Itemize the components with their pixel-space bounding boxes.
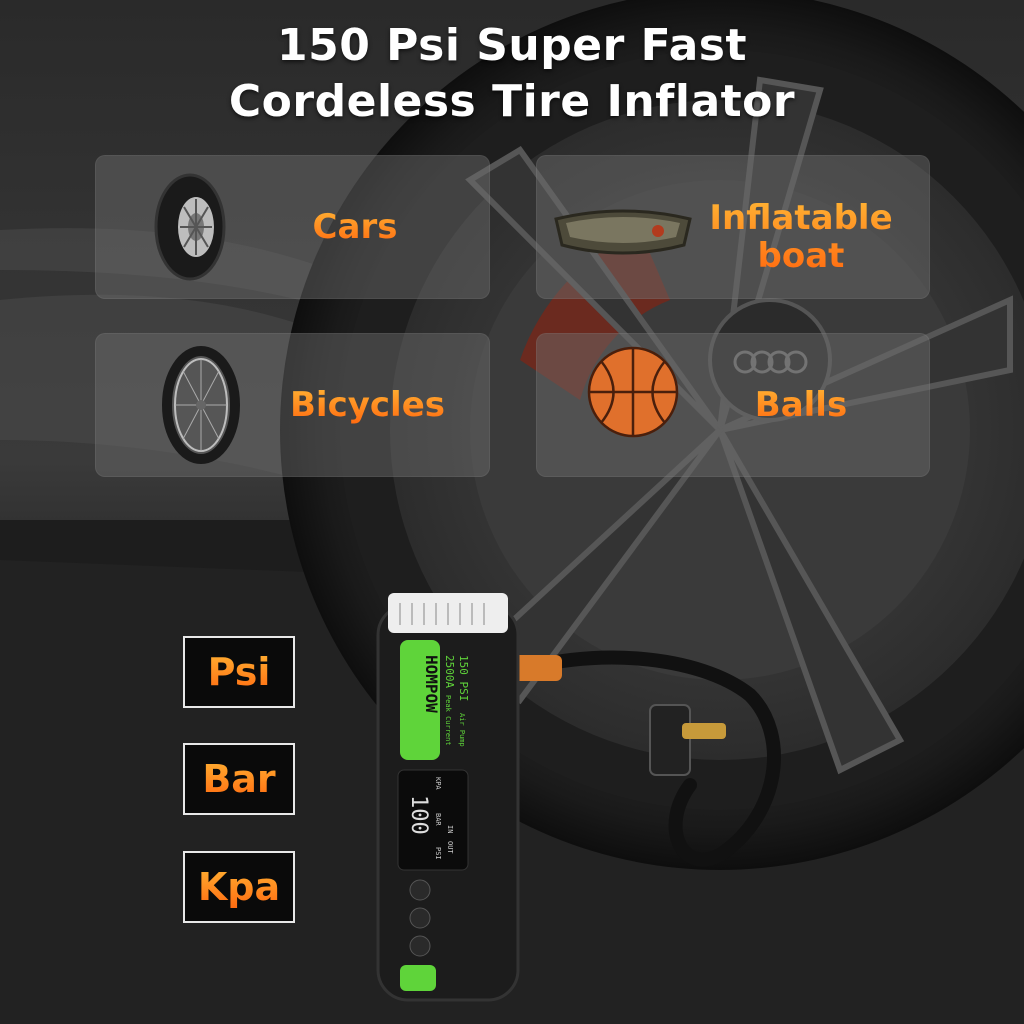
device-display-value: 100 <box>406 795 431 835</box>
unit-badge-kpa: Kpa <box>183 851 295 923</box>
basketball-icon <box>587 346 679 438</box>
device-unit-bar: BAR <box>434 813 442 826</box>
use-card-inflatable-boat: Inflatable boat <box>536 155 930 299</box>
valve-chuck <box>649 704 726 776</box>
unit-badge-label: Bar <box>202 757 276 801</box>
device-mode-out: OUT <box>446 841 454 854</box>
device-spec-current-sub: Peak Current <box>444 695 452 746</box>
use-card-label: Inflatable boat <box>696 199 906 275</box>
headline-line-1: 150 Psi Super Fast <box>277 20 747 71</box>
device-spec-pump-sub: Air Pump <box>458 713 466 747</box>
use-card-balls: Balls <box>536 333 930 477</box>
inflatable-boat-icon <box>554 209 692 255</box>
device-button-up[interactable] <box>409 879 431 901</box>
use-card-label: Cars <box>280 208 430 246</box>
unit-badge-label: Kpa <box>197 865 281 909</box>
device-unit-kpa: KPA <box>434 777 442 790</box>
device-spec-current: 2500A <box>443 655 456 688</box>
use-card-cars: Cars <box>95 155 490 299</box>
unit-badge-psi: Psi <box>183 636 295 708</box>
use-card-label: Balls <box>726 386 876 424</box>
use-card-bicycles: Bicycles <box>95 333 490 477</box>
device-button-power[interactable] <box>409 907 431 929</box>
headline-line-2: Cordeless Tire Inflator <box>228 76 796 127</box>
device-brand: HOMPOW <box>422 655 441 713</box>
unit-badge-label: Psi <box>207 650 271 694</box>
car-tire-icon <box>154 173 226 281</box>
tire-inflator-device: HOMPOW 2500A Peak Current 150 PSI Air Pu… <box>376 593 781 1002</box>
device-unit-psi: PSI <box>434 847 442 860</box>
device-button-down[interactable] <box>409 935 431 957</box>
bicycle-wheel-icon <box>162 346 240 464</box>
device-spec-pump: 150 PSI <box>457 655 470 701</box>
headline: 150 Psi Super Fast Cordeless Tire Inflat… <box>0 18 1024 130</box>
unit-badge-bar: Bar <box>183 743 295 815</box>
use-card-label: Bicycles <box>260 386 475 424</box>
device-display <box>397 769 469 871</box>
device-mode-in: IN <box>446 825 454 833</box>
